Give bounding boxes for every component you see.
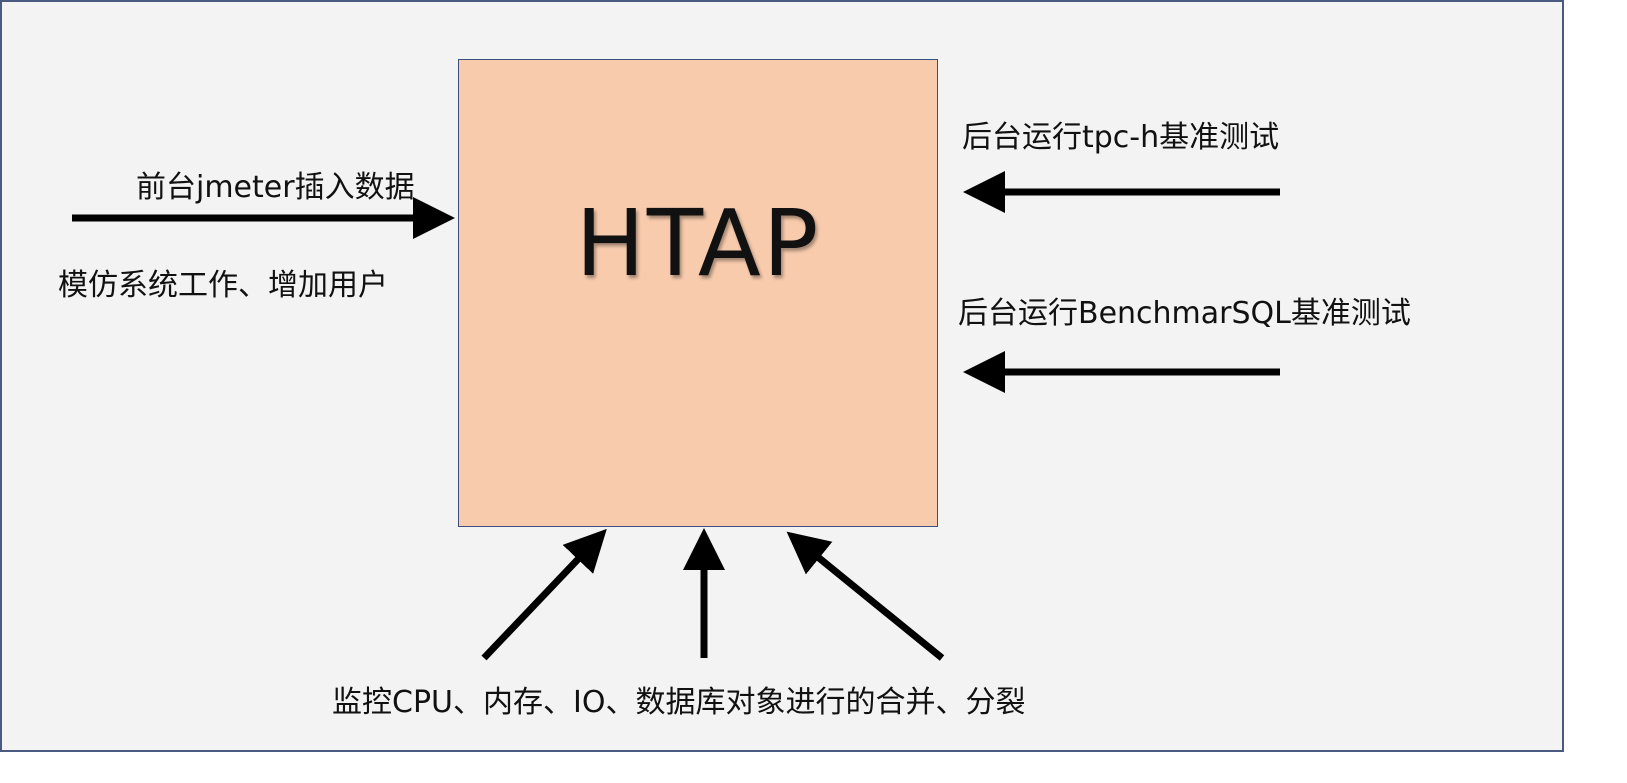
htap-title: HTAP [575,189,821,297]
htap-box: HTAP [458,59,938,527]
front-jmeter-label: 前台jmeter插入数据 [136,170,415,205]
monitor-arrow-right [786,531,945,661]
diagram-canvas: HTAP 前台jmeter插入数据 模仿系统工作、增加用户 后台运行tpc-h基… [0,0,1564,752]
arrows-layer [72,171,1280,661]
monitor-label: 监控CPU、内存、IO、数据库对象进行的合并、分裂 [332,685,1026,720]
simulate-users-label: 模仿系统工作、增加用户 [58,268,388,303]
benchmarksql-label: 后台运行BenchmarSQL基准测试 [958,296,1411,331]
tpch-benchmark-label: 后台运行tpc-h基准测试 [962,120,1280,155]
monitor-arrow-left [481,528,607,661]
